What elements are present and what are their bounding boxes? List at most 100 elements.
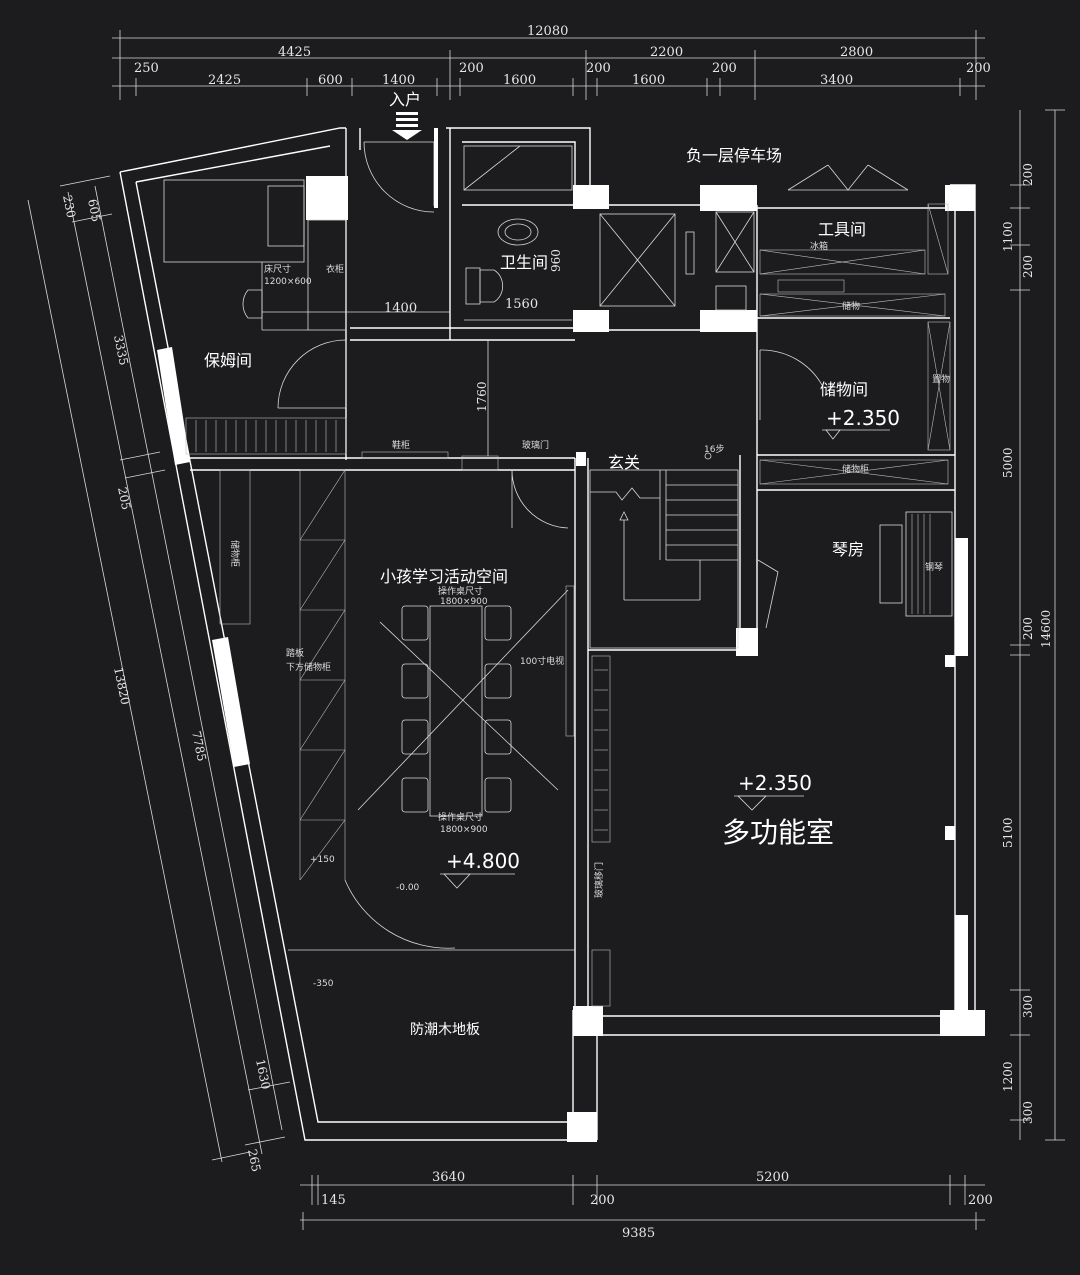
dim-top-total: 12080 <box>527 24 568 39</box>
dim-bot-145: 145 <box>321 1193 346 1208</box>
desk-size-bottom: 操作桌尺寸 <box>438 811 483 823</box>
piano-room-label: 琴房 <box>832 540 864 559</box>
dim-left-605: 605 <box>85 198 103 223</box>
storage-level: +2.350 <box>826 406 900 430</box>
piano-room: 琴房 钢琴 <box>757 511 953 629</box>
dim-top-200a: 200 <box>459 61 484 76</box>
dim-right-200b: 200 <box>1021 255 1035 278</box>
foyer-label: 玄关 <box>608 453 640 472</box>
chairs <box>401 605 512 813</box>
storage-room: 储物间 +2.350 储物柜 置物 <box>759 321 951 485</box>
floor-note-label: 防潮木地板 <box>410 1022 480 1038</box>
dim-bot-5200: 5200 <box>756 1170 789 1185</box>
bathroom: 1560 960 卫生间 <box>463 145 573 321</box>
sliding-door2-label: 玻璃移门 <box>593 862 605 898</box>
dim-bot-3640: 3640 <box>432 1170 465 1185</box>
windows <box>157 347 968 1010</box>
dim-right-5100: 5100 <box>1001 817 1015 848</box>
kids-space-label: 小孩学习活动空间 <box>380 567 508 586</box>
kids-study-space: 储物柜 踏板 下方储物柜 +150 小孩学习活动空间 操作桌尺寸 1800×90… <box>219 469 575 1038</box>
dim-bot-total: 9385 <box>622 1226 655 1241</box>
dim-right-5000: 5000 <box>1001 447 1015 478</box>
cabinet-label: 衣柜 <box>326 263 344 275</box>
sliding-door-label: 玻璃门 <box>522 439 549 451</box>
dim-top-a: 4425 <box>278 45 311 60</box>
dim-top-250: 250 <box>134 61 159 76</box>
left-dimensions: 230 605 3335 205 13820 7785 1630 265 <box>27 175 291 1173</box>
kids-level: +4.800 <box>446 849 520 873</box>
tool-room-label: 工具间 <box>818 220 866 239</box>
staircase <box>589 469 739 649</box>
desk-size-bottom-value: 1800×900 <box>440 825 488 835</box>
dim-left-205: 205 <box>115 486 133 511</box>
fridge-label: 冰箱 <box>810 240 828 252</box>
multi-room-label: 多功能室 <box>722 816 834 849</box>
dim-inner-960: 960 <box>549 249 563 272</box>
level-0-label: -0.00 <box>396 883 420 893</box>
dim-top-b: 2200 <box>650 45 683 60</box>
outer-walls <box>119 127 976 1141</box>
dim-top-600: 600 <box>318 73 343 88</box>
dim-bot-200b: 200 <box>968 1193 993 1208</box>
entrance-label: 入户 <box>389 90 421 109</box>
cabinet-side-label: 置物 <box>932 373 950 385</box>
nanny-room-label: 保姆间 <box>204 351 252 370</box>
storage-cabinet-label: 储物柜 <box>842 463 869 475</box>
dim-top-1600b: 1600 <box>632 73 665 88</box>
dim-right-1200: 1200 <box>1001 1061 1015 1092</box>
level-150-label: +150 <box>310 855 335 865</box>
columns <box>306 176 985 1142</box>
dim-top-1400: 1400 <box>382 73 415 88</box>
entrance-arrow-icon <box>392 112 422 140</box>
dim-left-3335: 3335 <box>111 334 131 367</box>
dim-top-c: 2800 <box>840 45 873 60</box>
wardrobe-hatching <box>195 420 337 452</box>
multi-level: +2.350 <box>738 771 812 795</box>
bed-size-note: 床尺寸 <box>264 263 291 275</box>
desk-size-top: 操作桌尺寸 <box>438 585 483 597</box>
dim-inner-1760: 1760 <box>475 381 489 412</box>
garage-label: 负一层停车场 <box>686 146 782 165</box>
dim-top-3400: 3400 <box>820 73 853 88</box>
dim-left-7785: 7785 <box>189 730 209 763</box>
under-storage-label: 下方储物柜 <box>286 661 331 673</box>
platform-label: 踏板 <box>286 647 304 659</box>
dim-right-300a: 300 <box>1021 995 1035 1018</box>
desk-size-top-value: 1800×900 <box>440 597 488 607</box>
top-dimensions: 12080 4425 2200 2800 250 2425 600 1400 2… <box>112 24 991 100</box>
dim-right-200c: 200 <box>1021 617 1035 640</box>
dim-inner-1400: 1400 <box>384 301 417 316</box>
dim-left-265: 265 <box>245 1148 263 1173</box>
shoe-cabinet-label: 鞋柜 <box>392 439 410 451</box>
nanny-room: 1400 床尺寸 1200×600 衣柜 保姆间 <box>163 179 450 455</box>
dim-top-200b: 200 <box>586 61 611 76</box>
dim-top-200c: 200 <box>712 61 737 76</box>
stair-steps-label: 16步 <box>704 444 724 455</box>
bottom-dimensions: 3640 5200 145 200 200 9385 <box>300 1170 993 1241</box>
dim-right-1100: 1100 <box>1001 221 1015 252</box>
dim-right-200a: 200 <box>1021 163 1035 186</box>
level-350-label: -350 <box>313 979 334 989</box>
storage-cabinet2-label: 储物柜 <box>229 540 241 567</box>
storage-room-label: 储物间 <box>820 380 868 399</box>
dim-left-1630: 1630 <box>253 1058 273 1091</box>
dim-bot-200a: 200 <box>590 1193 615 1208</box>
dim-top-1600a: 1600 <box>503 73 536 88</box>
dim-left-230: 230 <box>60 194 78 219</box>
elevator-shaft <box>599 211 755 311</box>
shelf-label: 储物 <box>842 300 860 312</box>
dim-right-total: 14600 <box>1039 610 1053 648</box>
entrance[interactable]: 入户 <box>363 90 438 213</box>
tv-label: 100寸电视 <box>520 655 564 667</box>
bed-size-value: 1200×600 <box>264 277 312 287</box>
dim-top-2425: 2425 <box>208 73 241 88</box>
dim-inner-1560: 1560 <box>505 297 538 312</box>
dim-left-13820: 13820 <box>111 666 132 706</box>
piano-label: 钢琴 <box>925 561 943 573</box>
dim-top-200d: 200 <box>966 61 991 76</box>
foyer: 1760 鞋柜 玻璃门 玄关 16步 <box>361 340 724 529</box>
right-dimensions: 200 1100 200 5000 200 5100 300 1200 300 … <box>1001 109 1065 1141</box>
multi-function-room: 玻璃移门 +2.350 多功能室 <box>591 655 955 1007</box>
platform-steps <box>299 469 346 881</box>
